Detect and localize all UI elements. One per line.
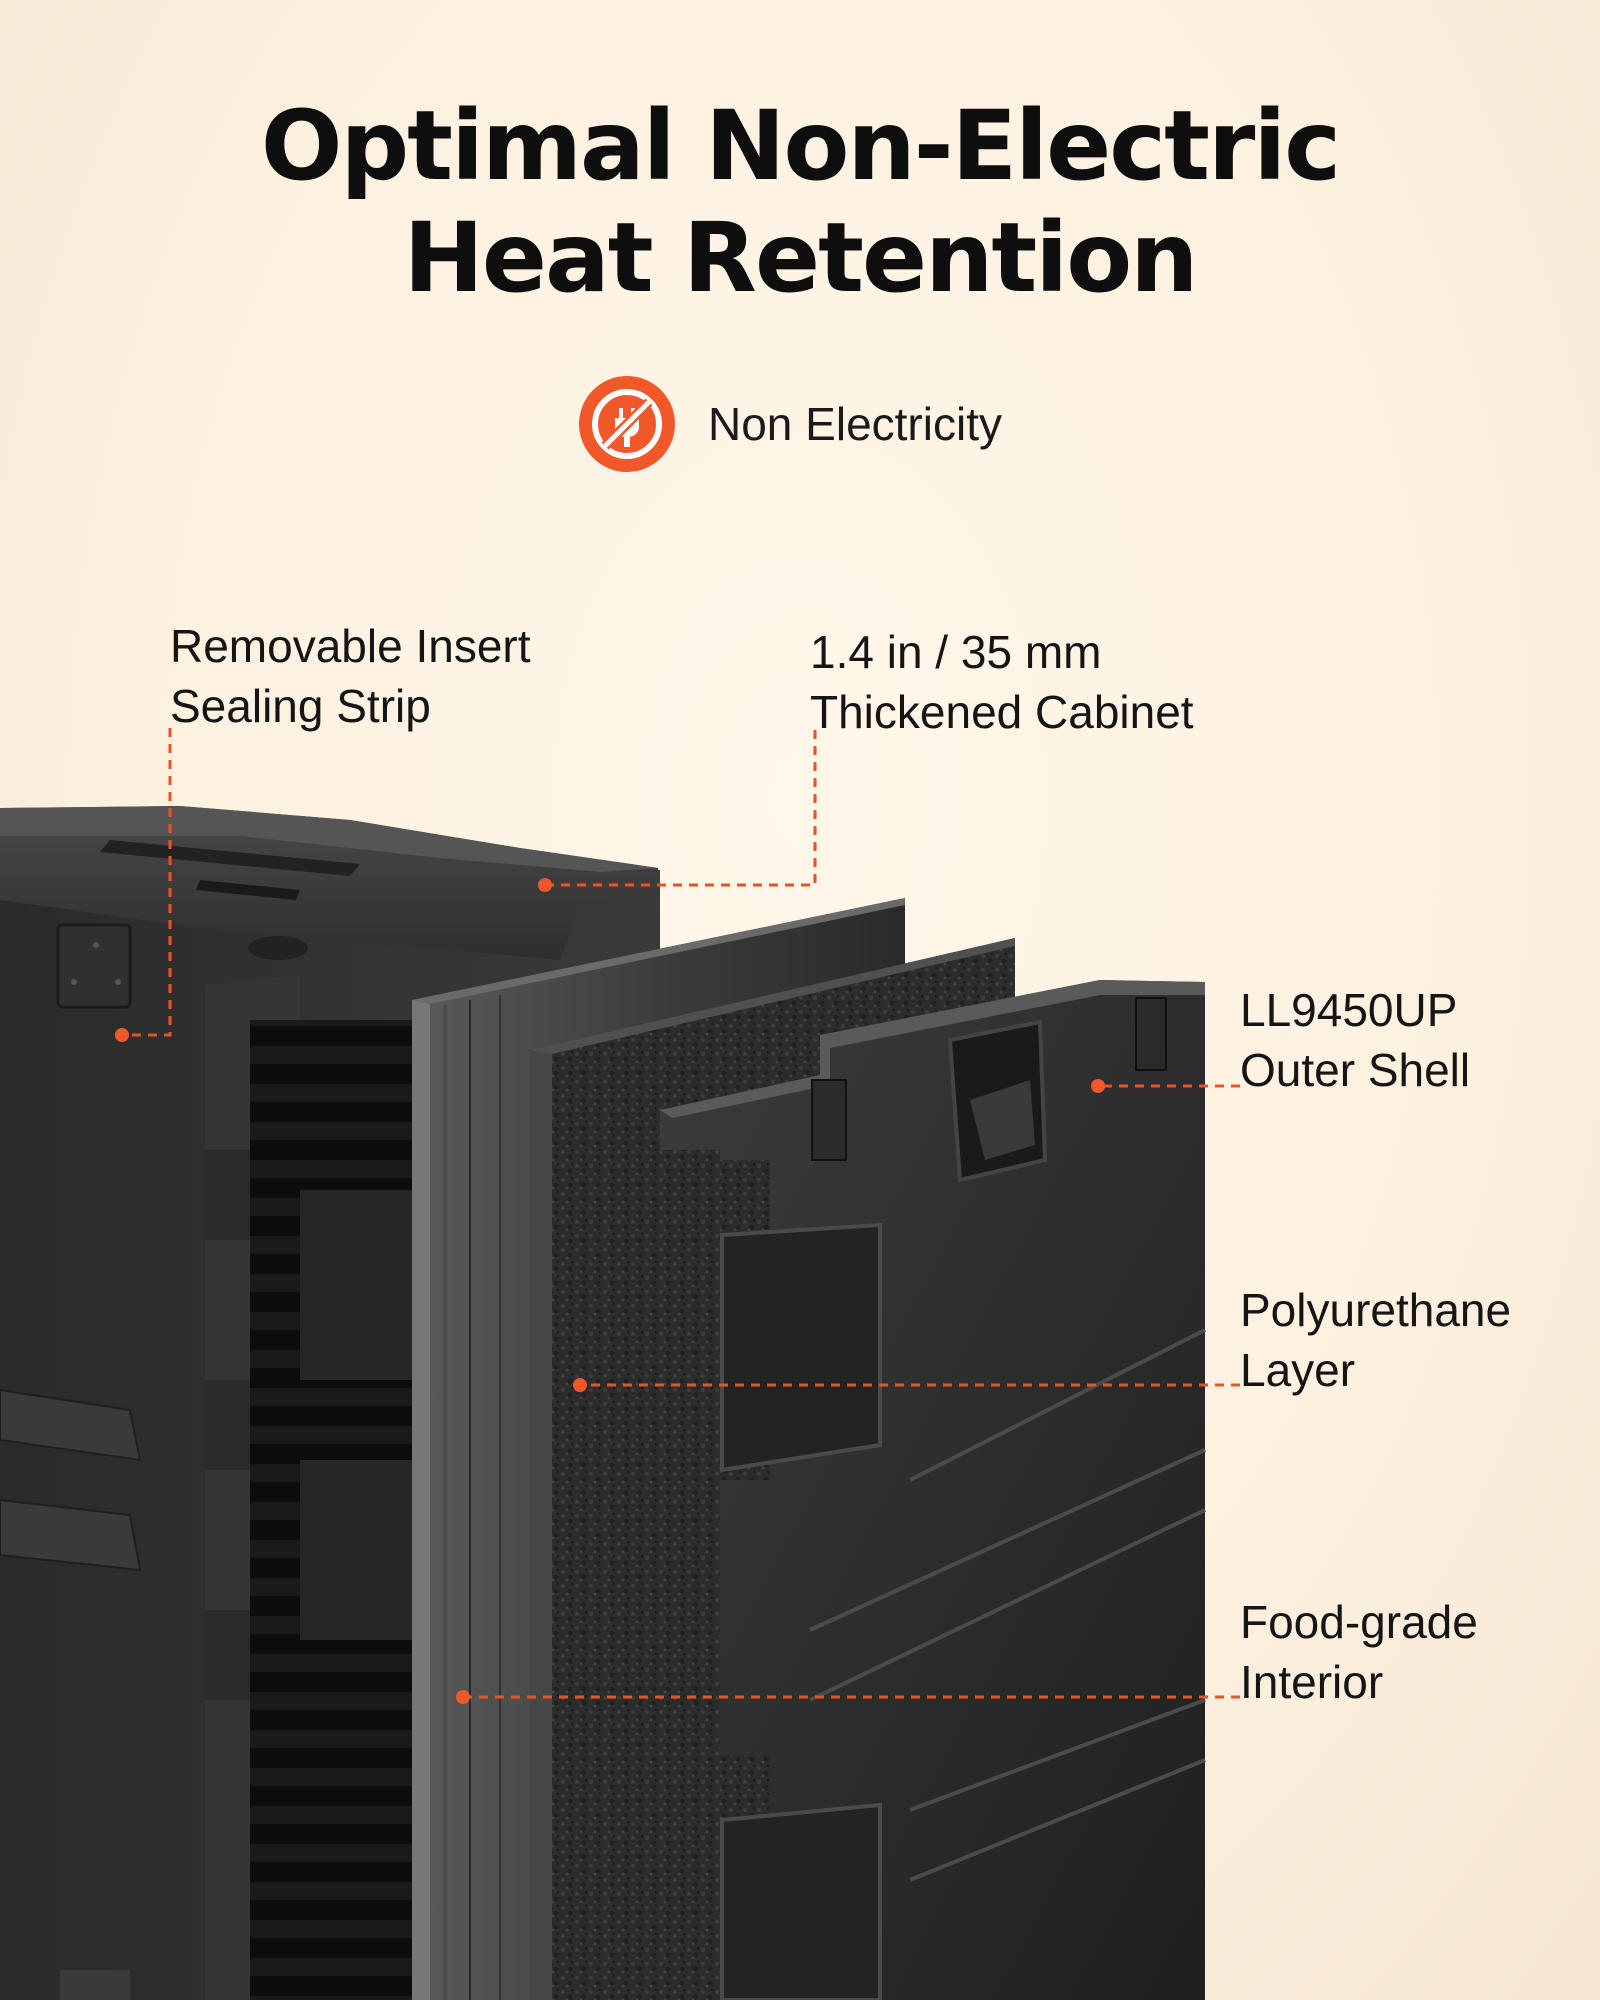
callout-shell-line-1: LL9450UP <box>1240 984 1458 1036</box>
callout-thickened-cabinet: 1.4 in / 35 mm Thickened Cabinet <box>810 622 1194 742</box>
callout-insert-line-1: Removable Insert <box>170 620 531 672</box>
page-title: Optimal Non-Electric Heat Retention <box>0 90 1600 314</box>
badge-label: Non Electricity <box>708 398 1002 450</box>
callout-insert-sealing-strip: Removable Insert Sealing Strip <box>170 616 531 736</box>
callout-cabinet-line-1: 1.4 in / 35 mm <box>810 626 1102 678</box>
callout-pu-line-1: Polyurethane <box>1240 1284 1512 1336</box>
callout-insert-line-2: Sealing Strip <box>170 680 431 732</box>
dot-shell <box>1091 1079 1105 1093</box>
callout-food-grade-interior: Food-grade Interior <box>1240 1592 1478 1712</box>
leader-insert <box>122 728 172 1037</box>
dot-insert <box>115 1028 129 1042</box>
callout-outer-shell: LL9450UP Outer Shell <box>1240 980 1470 1100</box>
outer-shell-panel <box>660 980 1206 2000</box>
leader-dots <box>115 878 1105 1704</box>
dot-pu <box>573 1378 587 1392</box>
callout-polyurethane-layer: Polyurethane Layer <box>1240 1280 1511 1400</box>
callout-shell-line-2: Outer Shell <box>1240 1044 1471 1096</box>
callout-cabinet-line-2: Thickened Cabinet <box>810 686 1194 738</box>
leader-cabinet <box>545 730 817 887</box>
leader-lines <box>122 728 1240 1699</box>
title-line-1: Optimal Non-Electric <box>260 90 1341 202</box>
non-electricity-badge: Non Electricity <box>578 374 1002 474</box>
callout-interior-line-2: Interior <box>1240 1656 1384 1708</box>
callout-interior-line-1: Food-grade <box>1240 1596 1478 1648</box>
title-line-2: Heat Retention <box>403 202 1198 314</box>
dot-cabinet <box>538 878 552 892</box>
dot-interior <box>456 1690 470 1704</box>
no-plug-icon <box>578 375 676 473</box>
callout-pu-line-2: Layer <box>1240 1344 1356 1396</box>
